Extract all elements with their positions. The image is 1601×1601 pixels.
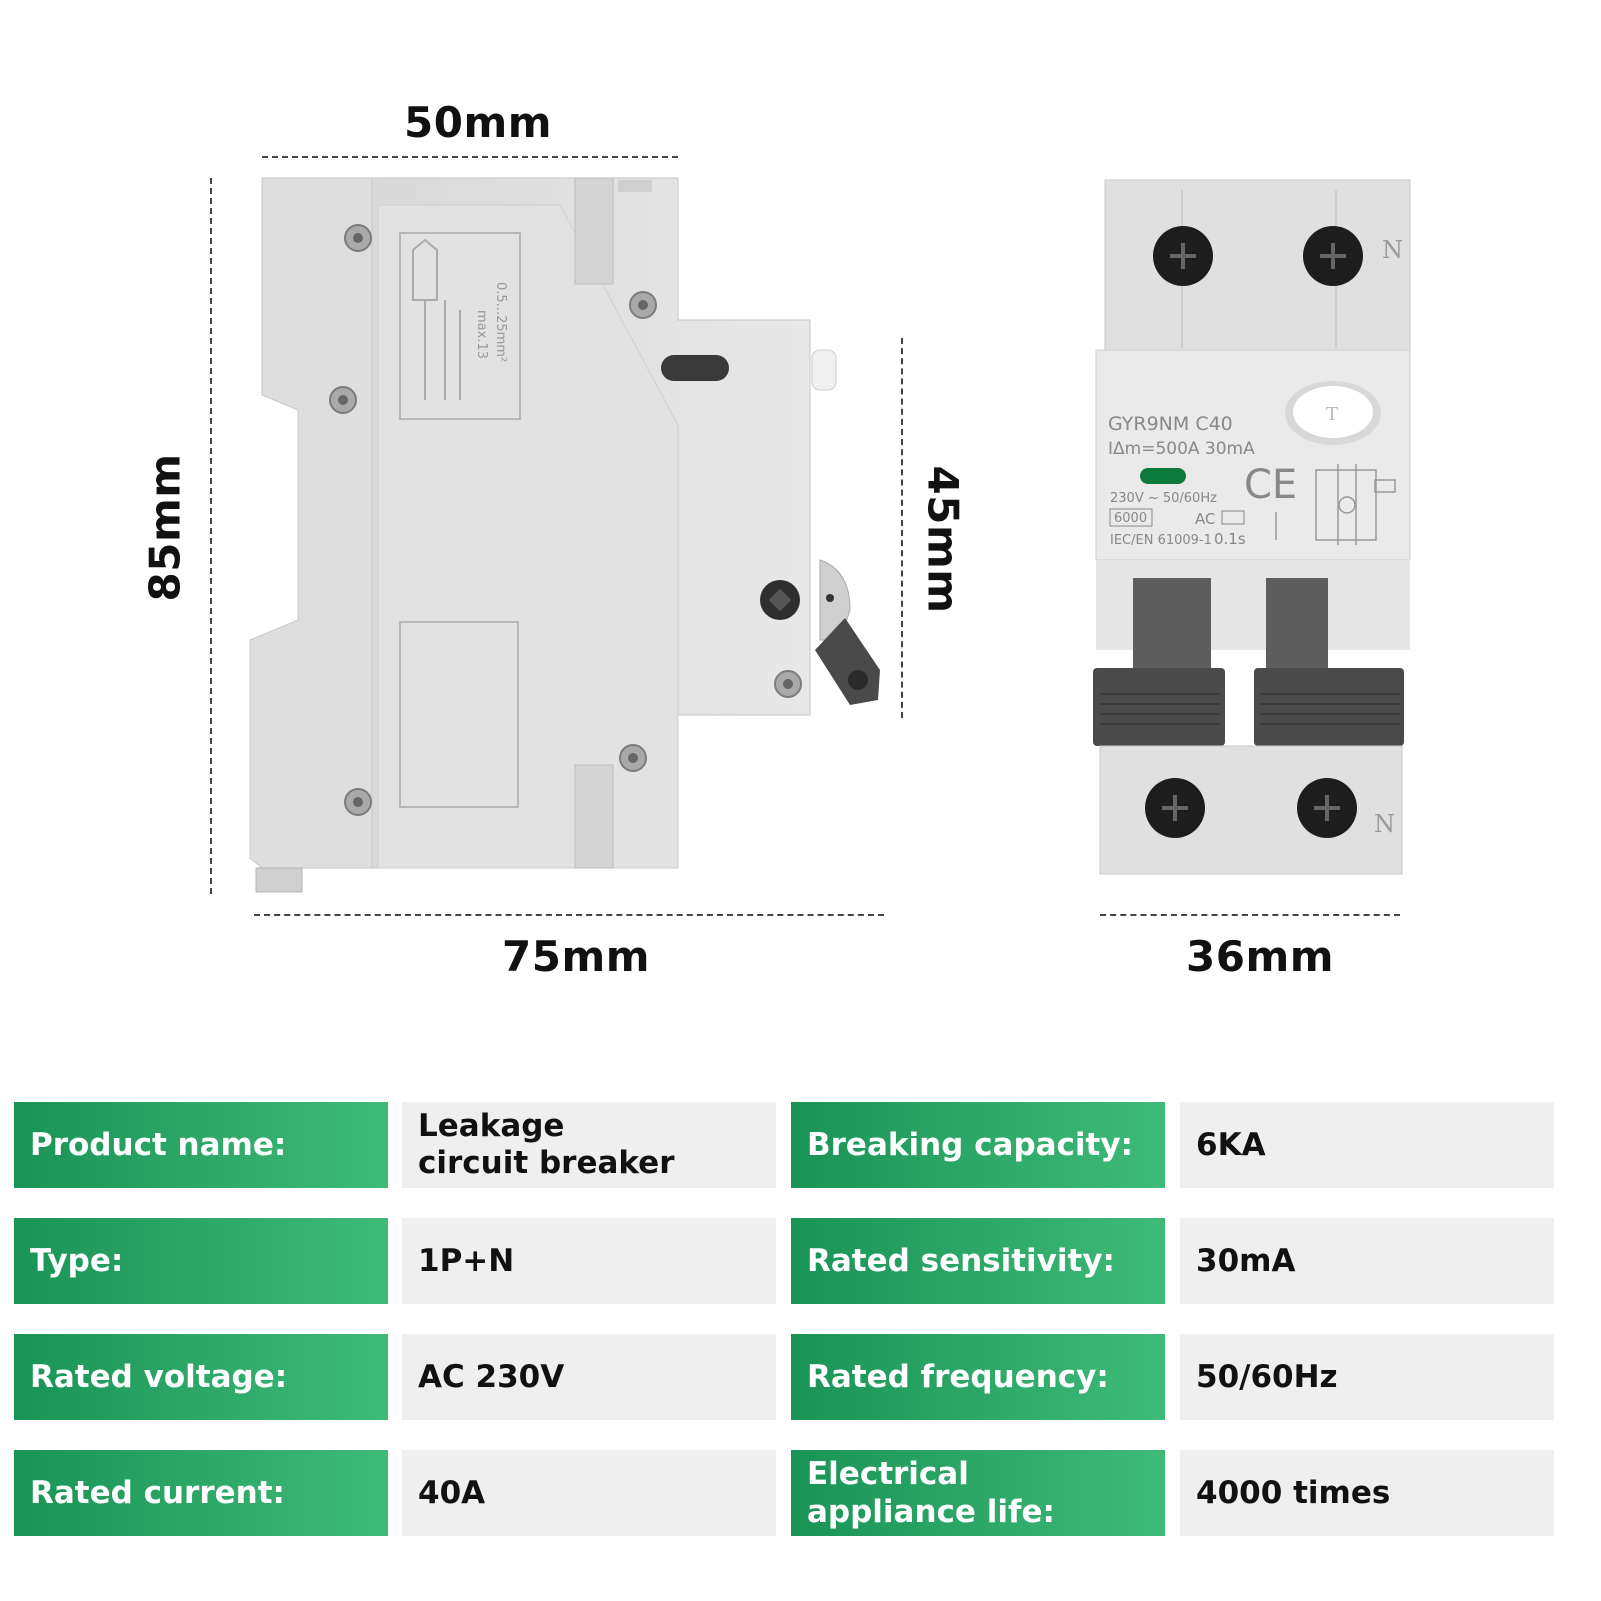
- dimension-side-width: 50mm: [404, 98, 552, 147]
- dimension-line-left: [210, 178, 212, 894]
- trip-time-text: 0.1s: [1214, 530, 1246, 548]
- spec-label-rated-sensitivity: Rated sensitivity:: [791, 1218, 1165, 1304]
- spec-value-breaking-capacity: 6KA: [1180, 1102, 1554, 1188]
- terminal-range-text: 0.5...25mm²: [493, 282, 508, 362]
- status-indicator: [1140, 468, 1186, 484]
- voltage-text: 230V ~ 50/60Hz: [1110, 491, 1217, 506]
- spec-label-type: Type:: [14, 1218, 388, 1304]
- spec-label-appliance-life: Electrical appliance life:: [791, 1450, 1165, 1536]
- spec-value-rated-voltage: AC 230V: [402, 1334, 776, 1420]
- dimension-line-front: [1100, 914, 1400, 916]
- spec-label-rated-voltage: Rated voltage:: [14, 1334, 388, 1420]
- spec-value-product-name: Leakage circuit breaker: [402, 1102, 776, 1188]
- dimension-front-width: 36mm: [1186, 932, 1334, 981]
- spec-label-breaking-capacity: Breaking capacity:: [791, 1102, 1165, 1188]
- spec-value-appliance-life: 4000 times: [1180, 1450, 1554, 1536]
- breaker-side-view: 0.5...25mm² max.13: [249, 177, 880, 893]
- model-text: GYR9NM C40: [1108, 413, 1233, 435]
- dimension-side-depth: 75mm: [502, 932, 650, 981]
- spec-value-rated-sensitivity: 30mA: [1180, 1218, 1554, 1304]
- current-text: IΔm=500A 30mA: [1108, 439, 1255, 459]
- dimension-line-bottom: [254, 914, 884, 916]
- standard-text: IEC/EN 61009-1: [1110, 533, 1212, 548]
- dimension-line-right: [901, 338, 903, 718]
- neutral-bottom-text: N: [1374, 810, 1395, 838]
- neutral-top-text: N: [1382, 236, 1403, 264]
- spec-label-rated-frequency: Rated frequency:: [791, 1334, 1165, 1420]
- spec-label-rated-current: Rated current:: [14, 1450, 388, 1536]
- spec-value-type: 1P+N: [402, 1218, 776, 1304]
- breaker-front-view: N N T GYR9NM C40 IΔm=500A 30mA 230V ~ 50…: [1093, 179, 1411, 875]
- terminal-max-text: max.13: [474, 310, 489, 359]
- spec-value-rated-frequency: 50/60Hz: [1180, 1334, 1554, 1420]
- test-button-text: T: [1326, 404, 1338, 425]
- spec-label-product-name: Product name:: [14, 1102, 388, 1188]
- ac-mark-text: AC: [1195, 510, 1215, 528]
- spec-value-rated-current: 40A: [402, 1450, 776, 1536]
- capacity-box-text: 6000: [1114, 511, 1147, 526]
- ce-mark: CE: [1244, 462, 1297, 508]
- dimension-line-top: [262, 156, 678, 158]
